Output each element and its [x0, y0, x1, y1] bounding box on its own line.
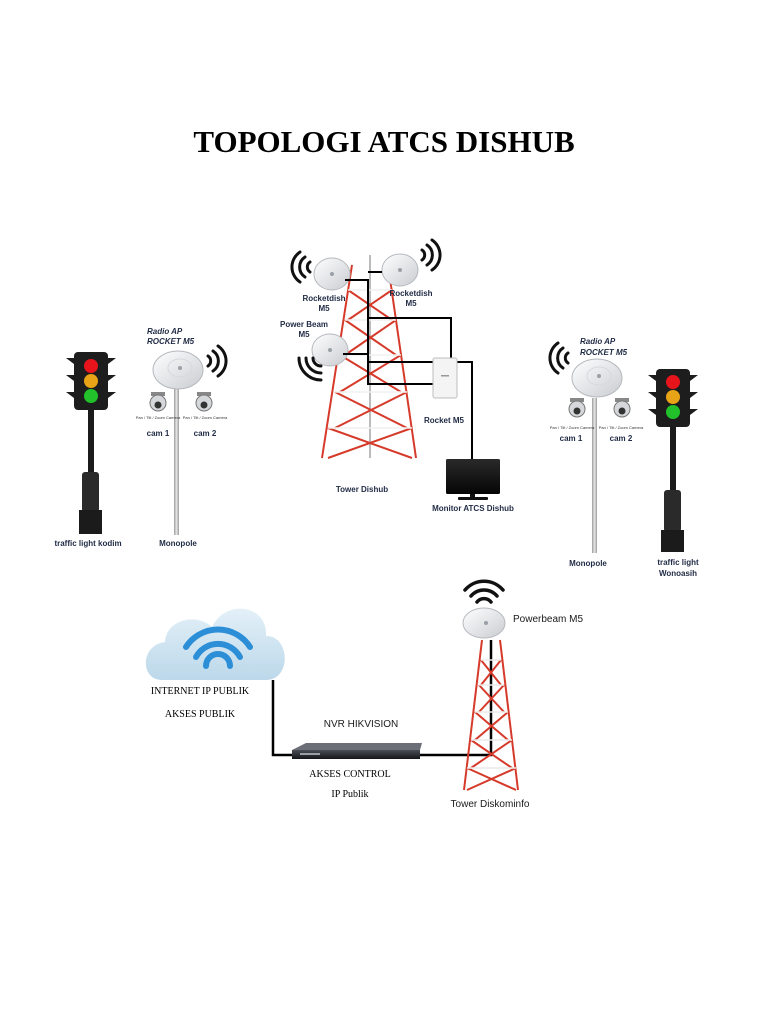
monopole — [592, 398, 597, 553]
monitor-label: Monitor ATCS Dishub — [432, 504, 514, 513]
wifi-signal-icon — [297, 356, 323, 382]
tower-diskominfo — [463, 639, 519, 791]
cloud-sublabel: AKSES PUBLIK — [165, 709, 236, 720]
monopole-label: Monopole — [569, 559, 607, 568]
powerbeam-m5-label: Powerbeam M5 — [513, 614, 583, 625]
cam2-label: cam 2 — [610, 434, 633, 443]
traffic-light-wonoasih-label: traffic light — [657, 558, 699, 567]
wifi-signal-icon — [290, 250, 312, 284]
cloud-label: INTERNET IP PUBLIK — [151, 686, 250, 697]
wifi-signal-icon — [463, 579, 505, 604]
ptz-camera-icon — [568, 398, 586, 418]
radio-ap-model-label: ROCKET M5 — [147, 337, 195, 346]
cam2-caption: Pan / Tilt / Zoom Camera — [599, 425, 644, 430]
radio-ap-dish-icon — [571, 358, 623, 398]
monitor-icon — [446, 459, 500, 500]
bottom-section: INTERNET IP PUBLIK AKSES PUBLIK NVR HIKV… — [145, 579, 583, 810]
traffic-light-wonoasih-sublabel: Wonoasih — [659, 569, 697, 578]
tower-wiring — [343, 271, 473, 460]
wifi-icon — [183, 626, 253, 669]
rocket-m5-label: Rocket M5 — [424, 416, 465, 425]
monopole — [174, 385, 179, 535]
radio-ap-dish-icon — [152, 350, 204, 390]
monopole-label: Monopole — [159, 539, 197, 548]
powerbeam-model: M5 — [298, 330, 310, 339]
nvr-sublabel-2: IP Publik — [331, 789, 368, 800]
rocketdish-left-icon — [313, 257, 351, 291]
left-site: traffic light kodim Monopole Radio AP RO… — [54, 327, 228, 548]
rocketdish-left-label: Rocketdish — [302, 294, 345, 303]
ptz-camera-icon — [613, 398, 631, 418]
wifi-signal-icon — [548, 341, 570, 375]
nvr-sublabel-1: AKSES CONTROL — [309, 769, 390, 780]
powerbeam-label: Power Beam — [280, 320, 328, 329]
center-site: Rocket M5 Monitor ATCS Dishub Rocketdish… — [280, 238, 514, 513]
red-light-icon — [666, 375, 680, 389]
wifi-signal-icon — [206, 344, 228, 378]
traffic-light-wonoasih — [648, 369, 698, 552]
amber-light-icon — [84, 374, 98, 388]
wifi-signal-icon — [420, 238, 442, 272]
green-light-icon — [666, 405, 680, 419]
nvr-device — [292, 743, 422, 759]
amber-light-icon — [666, 390, 680, 404]
powerbeam-icon — [311, 333, 349, 367]
cam2-caption: Pan / Tilt / Zoom Camera — [183, 415, 228, 420]
cam1-caption: Pan / Tilt / Zoom Camera — [550, 425, 595, 430]
traffic-light-kodim — [66, 352, 116, 534]
red-light-icon — [84, 359, 98, 373]
cam1-label: cam 1 — [147, 429, 170, 438]
rocketdish-right-model: M5 — [405, 299, 417, 308]
rocket-m5-device — [432, 357, 458, 399]
rocketdish-right-label: Rocketdish — [389, 289, 432, 298]
tower-dishub-label: Tower Dishub — [336, 485, 388, 494]
rocketdish-left-model: M5 — [318, 304, 330, 313]
powerbeam-dish-icon — [462, 607, 506, 639]
cam1-label: cam 1 — [560, 434, 583, 443]
radio-ap-label: Radio AP — [580, 337, 616, 346]
tower-diskominfo-label: Tower Diskominfo — [451, 799, 530, 810]
page-title: TOPOLOGI ATCS DISHUB — [193, 124, 574, 159]
nvr-label: NVR HIKVISION — [324, 719, 398, 730]
green-light-icon — [84, 389, 98, 403]
cam2-label: cam 2 — [194, 429, 217, 438]
cam1-caption: Pan / Tilt / Zoom Camera — [136, 415, 181, 420]
traffic-light-kodim-label: traffic light kodim — [54, 539, 121, 548]
right-site: Monopole Radio AP ROCKET M5 Pan / Tilt /… — [548, 337, 699, 578]
radio-ap-label: Radio AP — [147, 327, 183, 336]
ptz-camera-icon — [195, 392, 213, 412]
ptz-camera-icon — [149, 392, 167, 412]
radio-ap-model-label: ROCKET M5 — [580, 348, 628, 357]
wire-cloud-to-nvr — [271, 680, 292, 757]
rocketdish-right-icon — [381, 253, 419, 287]
